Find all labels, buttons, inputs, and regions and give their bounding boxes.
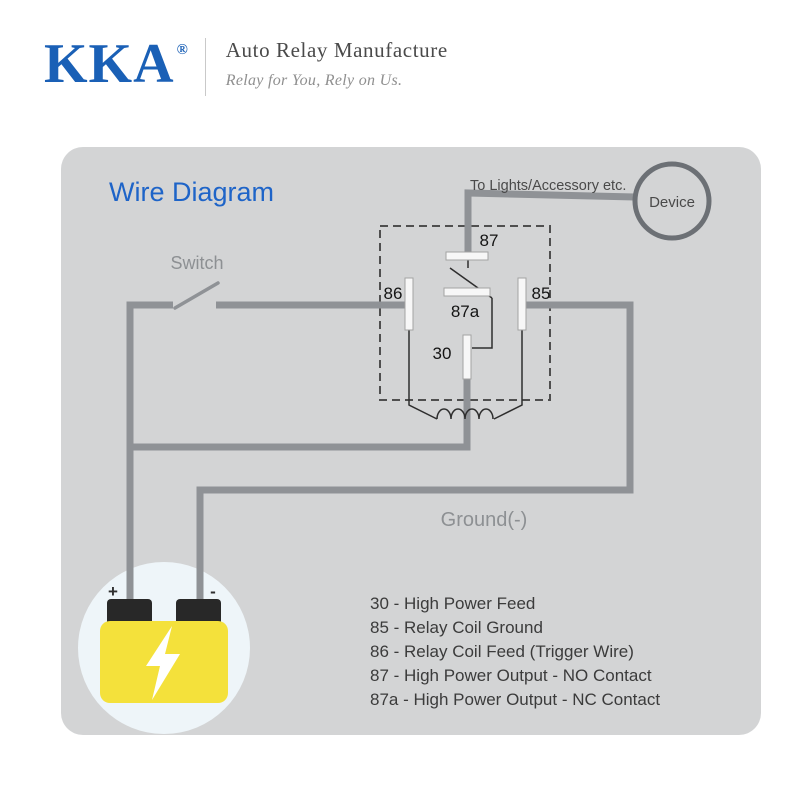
header-text: Auto Relay Manufacture Relay for You, Re… [226,36,448,90]
wiring-diagram-svg: Wire Diagram To Lights/Accessory etc. De… [78,161,712,734]
output-label: To Lights/Accessory etc. [470,178,626,194]
pin-30 [462,334,472,380]
coil-lead-right [493,330,523,420]
battery-positive-wire [126,301,173,603]
pin-85-label: 85 [532,284,551,303]
battery-positive-label: + [108,582,118,601]
ground-label: Ground(-) [441,509,528,531]
header: KKA® Auto Relay Manufacture Relay for Yo… [44,36,448,96]
coil-symbol [436,408,494,420]
armature-pivot-line [472,298,493,349]
battery-terminal-positive [107,599,152,625]
pin-87-label: 87 [480,231,499,250]
pin-87a-label: 87a [451,302,480,321]
company-name: Auto Relay Manufacture [225,38,448,62]
brand-logo: KKA® [44,36,189,92]
legend-line-86: 86 - Relay Coil Feed (Trigger Wire) [370,642,634,661]
pin-30-label: 30 [433,344,452,363]
device-circle [632,161,712,241]
legend-line-87: 87 - High Power Output - NO Contact [370,666,652,685]
switch-blade [173,281,220,310]
coil-lead-left [408,330,438,420]
switch-label: Switch [170,253,223,273]
registered-trademark-icon: ® [176,42,189,58]
legend-line-85: 85 - Relay Coil Ground [370,618,543,637]
legend-line-30: 30 - High Power Feed [370,594,535,613]
legend-line-87a: 87a - High Power Output - NC Contact [370,690,660,709]
device-label: Device [649,194,695,211]
power-feed-wire [130,371,471,451]
pin-86 [404,277,414,331]
diagram-title: Wire Diagram [109,177,274,207]
battery-terminal-negative [176,599,221,625]
pin-86-label: 86 [384,284,403,303]
lightning-bolt-icon [146,626,180,700]
diagram-panel: Wire Diagram To Lights/Accessory etc. De… [61,147,761,735]
ground-wire [196,301,634,603]
device-wire [464,189,636,257]
pin-87 [445,251,489,261]
battery-negative-label: - [210,582,216,601]
pin-87a [443,287,491,297]
header-divider [204,38,206,96]
company-tagline: Relay for You, Rely on Us. [225,72,403,89]
brand-logo-text: KKA [44,33,175,95]
pin-85 [517,277,527,331]
